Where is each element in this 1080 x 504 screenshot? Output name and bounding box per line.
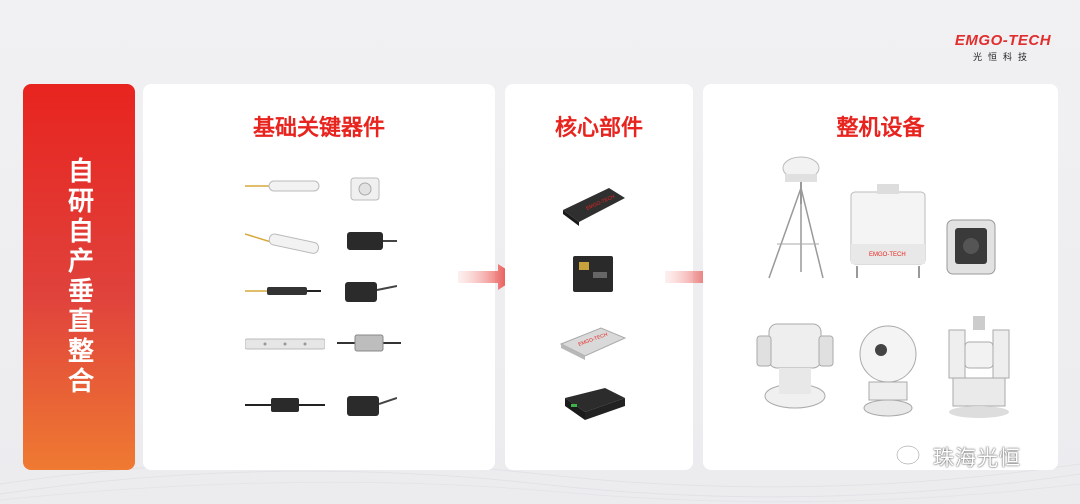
logo-cn-text: 光恒科技 — [972, 53, 1033, 63]
wechat-watermark: 珠海光恒 — [895, 442, 1021, 472]
svg-text:EMGO-TECH: EMGO-TECH — [869, 252, 906, 258]
gimbal-mount-image — [948, 316, 1010, 418]
inline-metal-component-image — [337, 334, 401, 352]
silver-module-image: EMGO-TECH — [559, 327, 627, 360]
black-isolator-block-image — [345, 282, 397, 302]
panel-complete-equipment: 整机设备 EMGO-TECH — [703, 84, 1058, 470]
black-collimator-image — [347, 232, 397, 250]
panel-title-complete-equipment: 整机设备 — [836, 116, 925, 141]
panel-key-components: 基础关键器件 — [143, 84, 495, 470]
panel-title-key-components: 基础关键器件 — [252, 116, 385, 141]
fiber-tube-component-image — [245, 180, 320, 192]
cube-mount-image — [350, 177, 380, 201]
wechat-icon — [896, 445, 927, 468]
tripod-lidar-image — [768, 156, 824, 279]
white-cabinet-device-image: EMGO-TECH — [850, 184, 926, 278]
banner-text: 自研自产垂直整合 — [63, 157, 94, 397]
laser-module-image: EMGO-TECH — [563, 188, 625, 226]
square-camera-housing-image — [946, 219, 996, 275]
inline-isolator-image — [245, 398, 325, 412]
vertical-integration-banner: 自研自产垂直整合 — [23, 84, 135, 470]
driver-box-image — [573, 256, 613, 292]
aluminum-module-image — [245, 338, 325, 350]
black-coupler-image — [347, 396, 397, 416]
heatsink-controller-image — [565, 388, 625, 420]
company-logo: EMGO-TECH 光恒科技 — [948, 32, 1058, 63]
angled-fiber-tube-image — [245, 233, 320, 254]
pigtail-connector-image — [245, 287, 321, 295]
panel-title-core-parts: 核心部件 — [554, 116, 643, 141]
panel-core-parts: 核心部件 EMGO-TECH EMGO-TECH — [505, 84, 693, 470]
flow-arrow-icon — [458, 264, 518, 290]
wechat-account-name: 珠海光恒 — [933, 446, 1021, 470]
logo-brand-text: EMGO-TECH — [954, 32, 1052, 49]
pan-tilt-turret-image — [756, 323, 834, 409]
dome-turret-image — [859, 325, 917, 417]
